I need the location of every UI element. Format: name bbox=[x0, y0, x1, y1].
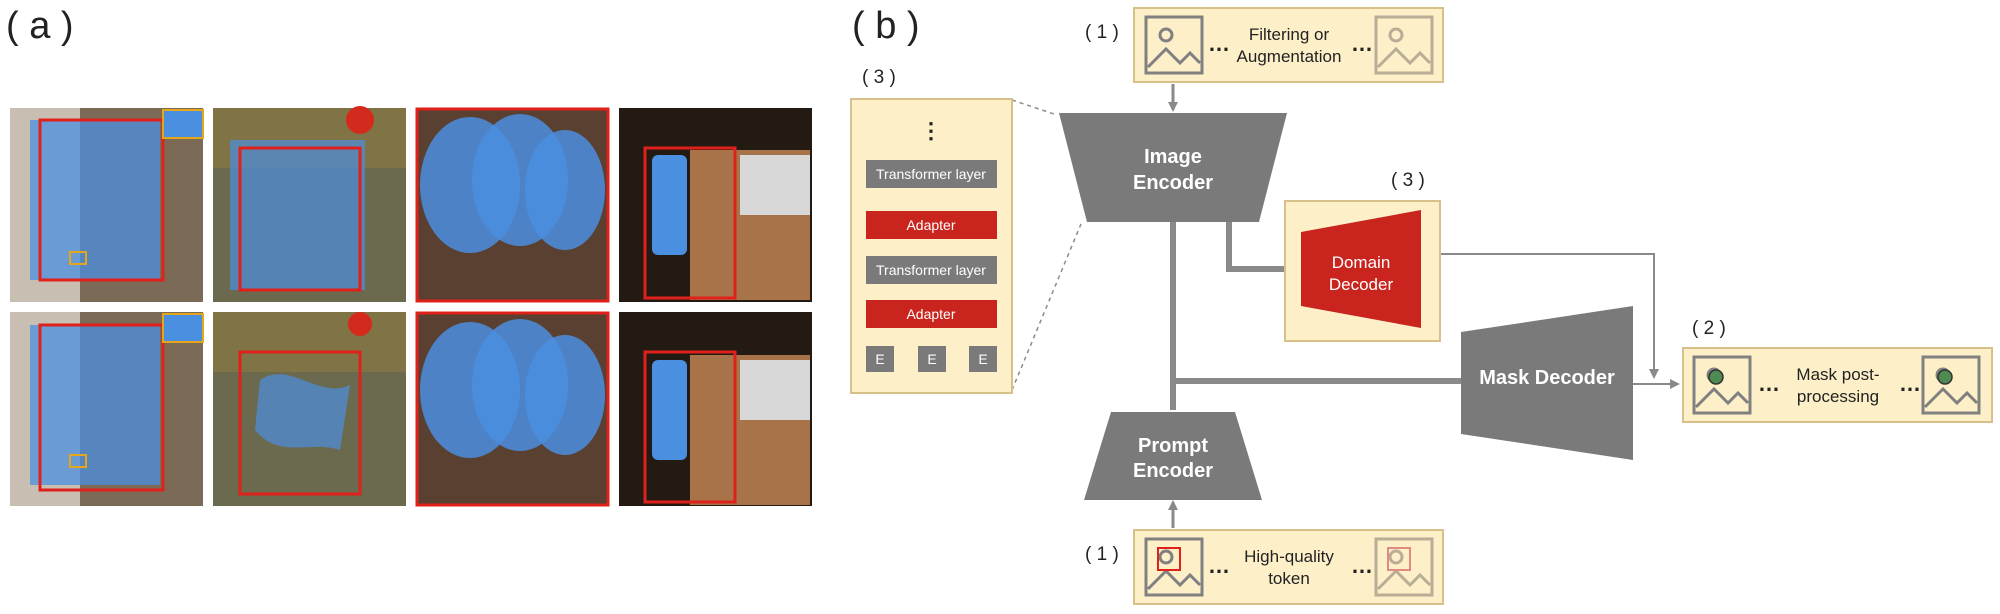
example-rackets-top bbox=[415, 107, 610, 303]
adapter-1-label: Adapter bbox=[906, 217, 955, 233]
image-encoder: Image Encoder bbox=[1059, 113, 1287, 222]
example-image-grid bbox=[10, 106, 812, 507]
example-phone-top bbox=[619, 108, 812, 302]
prompt-encoder-line1: Prompt bbox=[1138, 435, 1208, 457]
domain-decoder-line2: Decoder bbox=[1329, 275, 1394, 294]
domain-decoder bbox=[1301, 210, 1421, 328]
example-printer-top bbox=[10, 108, 204, 302]
embed-2 bbox=[918, 346, 946, 372]
adapter-2 bbox=[866, 300, 997, 328]
image-icon bbox=[1921, 355, 1981, 415]
postprocess-box: … Mask post- processing … bbox=[1682, 347, 1993, 423]
connectors bbox=[1011, 84, 1680, 528]
prompt-encoder-line2: Encoder bbox=[1133, 460, 1213, 482]
postproc-line2: processing bbox=[1797, 387, 1879, 406]
step-domain-label: ( 3 ) bbox=[1391, 170, 1425, 191]
mask-blob-icon bbox=[1708, 369, 1724, 385]
transformer-layer-2 bbox=[866, 256, 997, 284]
vertical-dots-icon: ⋮ bbox=[920, 118, 942, 143]
adapter-1 bbox=[866, 211, 997, 239]
embed-1-label: E bbox=[875, 351, 884, 367]
transformer-layer-1 bbox=[866, 160, 997, 188]
ellipsis-icon: … bbox=[1351, 553, 1373, 578]
image-icon bbox=[1692, 355, 1752, 415]
step-adapter-label: ( 3 ) bbox=[862, 67, 896, 88]
token-line2: token bbox=[1268, 569, 1310, 588]
zoom-line-top bbox=[1011, 99, 1058, 116]
adapter-detail-panel: ⋮ Transformer layer Adapter Transformer … bbox=[850, 98, 1013, 394]
example-rackets-bottom bbox=[415, 311, 610, 507]
transformer-layer-1-label: Transformer layer bbox=[876, 166, 986, 182]
domain-decoder-box: Domain Decoder bbox=[1284, 200, 1441, 342]
image-icon bbox=[1144, 15, 1204, 75]
image-encoder-line2: Encoder bbox=[1133, 172, 1213, 194]
token-line1: High-quality bbox=[1244, 547, 1334, 566]
image-icon-faint bbox=[1374, 15, 1434, 75]
ellipsis-icon: … bbox=[1899, 371, 1921, 396]
embed-1 bbox=[866, 346, 894, 372]
domain-decoder-line1: Domain bbox=[1332, 253, 1391, 272]
bbox-prompt-icon-faint bbox=[1387, 547, 1411, 571]
domain-to-postprocess bbox=[1421, 253, 1659, 379]
token-box: … High-quality token … bbox=[1133, 529, 1444, 605]
postproc-line1: Mask post- bbox=[1796, 365, 1879, 384]
adapter-2-label: Adapter bbox=[906, 306, 955, 322]
step-postproc-label: ( 2 ) bbox=[1692, 318, 1726, 339]
prompt-encoder: Prompt Encoder bbox=[1084, 412, 1262, 500]
mask-decoder: Mask Decoder bbox=[1461, 306, 1633, 460]
bbox-prompt-icon bbox=[1157, 547, 1181, 571]
encoder-to-domain-decoder bbox=[1226, 222, 1302, 272]
example-reef-top bbox=[213, 106, 406, 302]
mask-decoder-label: Mask Decoder bbox=[1479, 367, 1615, 389]
embed-3-label: E bbox=[978, 351, 987, 367]
filter-line2: Augmentation bbox=[1237, 47, 1342, 66]
ellipsis-icon: … bbox=[1758, 371, 1780, 396]
mask-blob-icon bbox=[1937, 369, 1953, 385]
embed-3 bbox=[969, 346, 997, 372]
step-prompt-label: ( 1 ) bbox=[1085, 544, 1119, 565]
example-reef-bottom bbox=[213, 312, 406, 506]
filter-box: … Filtering or Augmentation … bbox=[1133, 7, 1444, 83]
ellipsis-icon: … bbox=[1351, 31, 1373, 56]
image-encoder-line1: Image bbox=[1144, 146, 1202, 168]
embed-2-label: E bbox=[927, 351, 936, 367]
example-phone-bottom bbox=[619, 312, 812, 506]
panel-a-label: ( a ) bbox=[6, 5, 74, 47]
ellipsis-icon: … bbox=[1208, 31, 1230, 56]
example-printer-bottom bbox=[10, 312, 204, 506]
zoom-line-bottom bbox=[1011, 223, 1082, 391]
step-filter-label: ( 1 ) bbox=[1085, 22, 1119, 43]
transformer-layer-2-label: Transformer layer bbox=[876, 262, 986, 278]
panel-b-label: ( b ) bbox=[852, 5, 920, 47]
ellipsis-icon: … bbox=[1208, 553, 1230, 578]
filter-line1: Filtering or bbox=[1249, 25, 1330, 44]
